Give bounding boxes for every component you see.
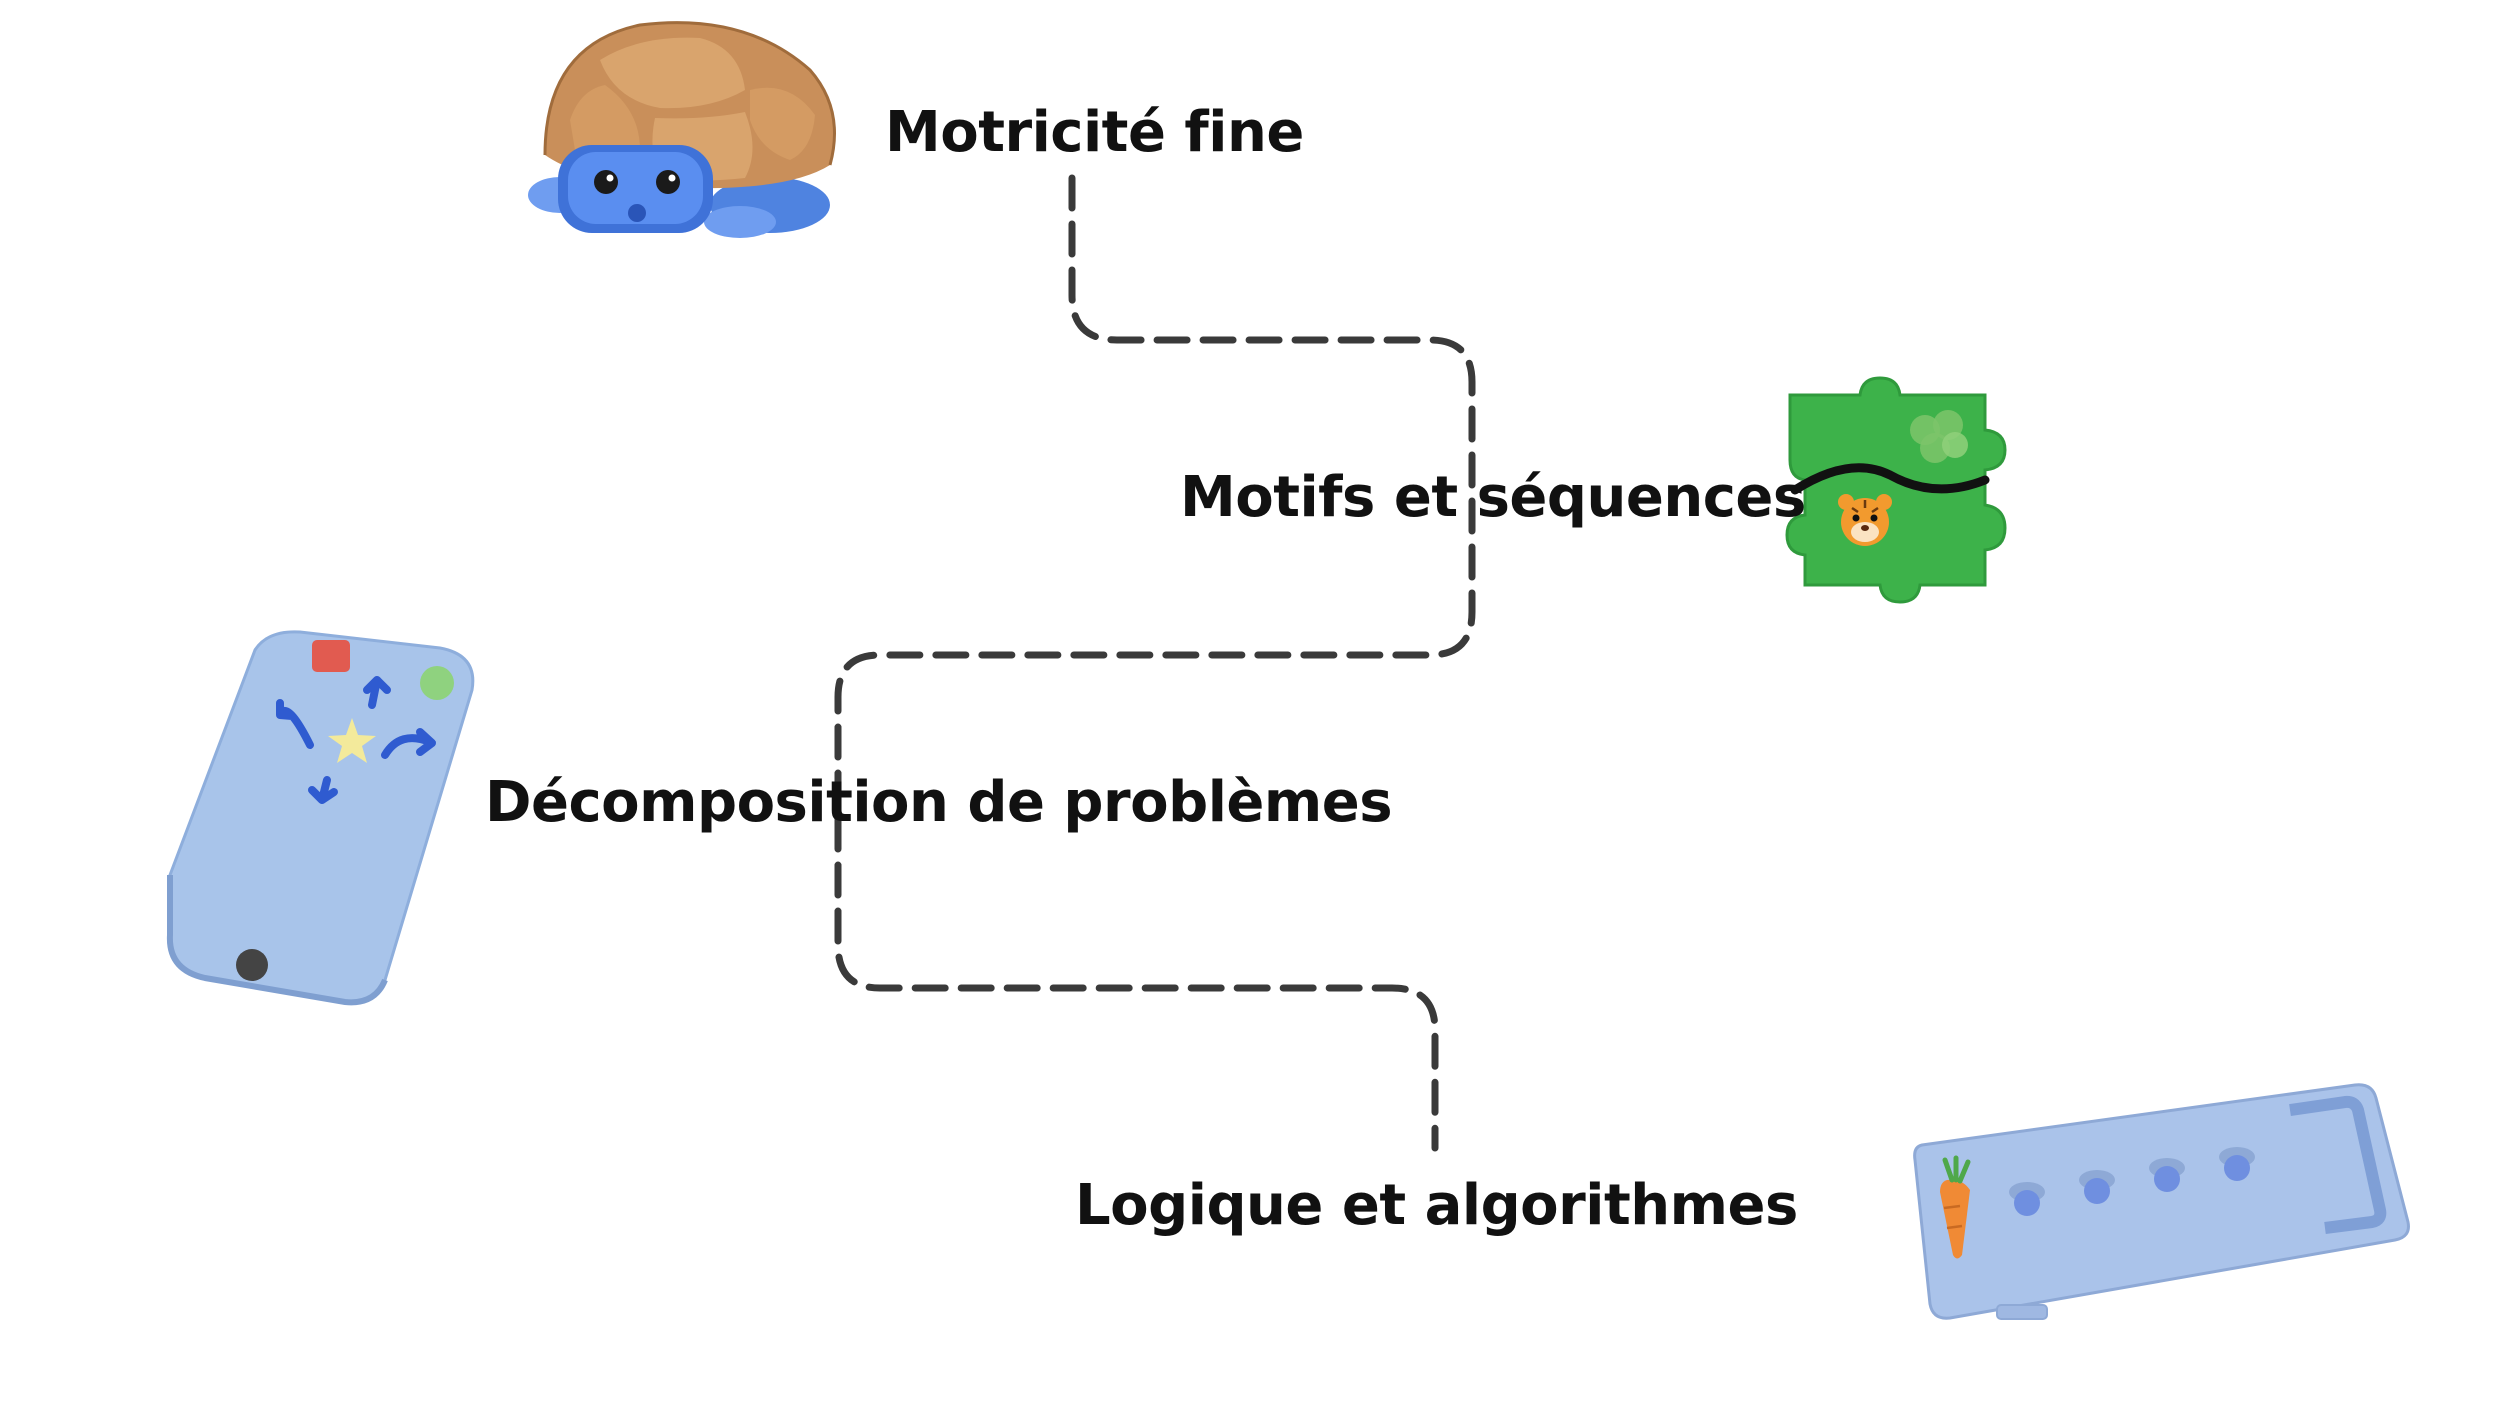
turtle-robot-icon: [528, 21, 836, 238]
step-label-patterns: Motifs et séquences: [1180, 465, 1806, 530]
dashed-path: [834, 174, 1476, 1152]
puzzle-tile-icon: [1785, 376, 2007, 604]
algorithm-board-icon: [1913, 1083, 2410, 1320]
step-label-decomposition: Décomposition de problèmes: [485, 770, 1393, 835]
remote-control-icon: [166, 630, 475, 1006]
step-label-logic: Logique et algorithmes: [1075, 1173, 1798, 1238]
step-label-fine-motor: Motricité fine: [885, 100, 1304, 165]
